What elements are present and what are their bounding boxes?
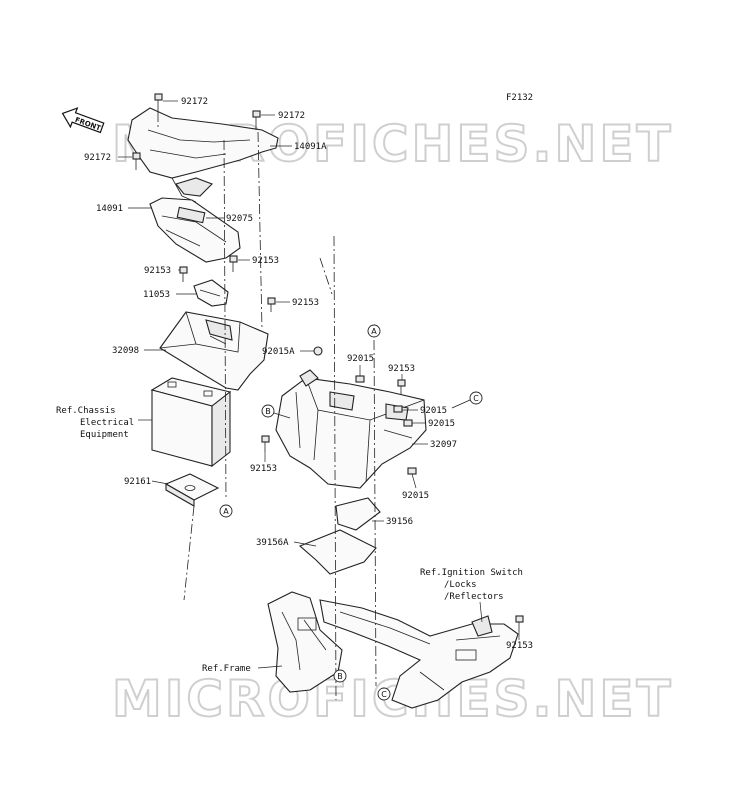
label-32098: 32098 [112, 346, 139, 356]
ref-frame: Ref.Frame [202, 664, 251, 674]
ref-chassis-line3: Equipment [80, 430, 129, 440]
label-39156A: 39156A [256, 538, 289, 548]
frame [267, 591, 519, 709]
front-arrow-icon: FRONT [61, 107, 105, 134]
label-92015-b: 92015 [420, 406, 447, 416]
cover-14091 [149, 197, 241, 263]
callout-B-top-label: B [265, 407, 271, 416]
label-92153-a: 92153 [144, 266, 171, 276]
assembly-lines [157, 112, 377, 701]
bolt-92172-b [252, 110, 261, 130]
callout-A-top: A [367, 324, 381, 338]
plate-39156A [298, 529, 377, 575]
callout-B-top: B [261, 404, 275, 418]
label-92015-a: 92015 [347, 354, 374, 364]
label-14091A: 14091A [294, 142, 327, 152]
label-92015-d: 92015 [402, 491, 429, 501]
battery-case-32098 [159, 311, 269, 391]
label-39156: 39156 [386, 517, 413, 527]
battery [150, 377, 232, 468]
nut-92015-c [403, 419, 413, 427]
callout-A-bottom-label: A [223, 507, 229, 516]
ref-ignition-line2: /Locks [444, 580, 477, 590]
callout-A-bottom: A [219, 504, 233, 518]
pad-92161 [164, 473, 220, 507]
bolt-92153-e [261, 435, 270, 452]
callout-A-top-label: A [371, 327, 377, 336]
label-32097: 32097 [430, 440, 457, 450]
bolt-92153-a [179, 266, 188, 282]
label-14091: 14091 [96, 204, 123, 214]
nut-92015-d [407, 467, 417, 475]
label-11053: 11053 [143, 290, 170, 300]
bolt-92172-a [154, 93, 163, 112]
callout-C-top-label: C [473, 394, 479, 403]
diagram-code: F2132 [506, 93, 533, 103]
bolt-92153-c [267, 297, 276, 312]
watermark-bottom: MICROFICHES.NET [112, 670, 674, 728]
bracket-11053 [193, 279, 229, 307]
bolt-92172-c [132, 152, 141, 170]
ref-ignition-line1: Ref.Ignition Switch [420, 568, 523, 578]
label-92172-b: 92172 [278, 111, 305, 121]
label-92153-d: 92153 [388, 364, 415, 374]
leader-lines [118, 100, 520, 669]
ref-ignition-line3: /Reflectors [444, 592, 504, 602]
plate-39156 [335, 497, 381, 531]
nut-92015-a [355, 375, 365, 383]
callout-B-bottom: B [333, 669, 347, 683]
bolt-92153-b [229, 255, 238, 272]
ref-chassis-line2: Electrical [80, 418, 134, 428]
nut-92015A [313, 346, 323, 356]
callout-C-bottom-label: C [381, 690, 387, 699]
callout-connectors [273, 399, 471, 419]
fasteners [132, 93, 524, 632]
ref-chassis-line1: Ref.Chassis [56, 406, 116, 416]
bolt-92153-d [397, 379, 406, 394]
label-92075: 92075 [226, 214, 253, 224]
label-92153-f: 92153 [506, 641, 533, 651]
label-92153-b: 92153 [252, 256, 279, 266]
nut-92015-b [393, 405, 403, 413]
callout-B-bottom-label: B [337, 672, 343, 681]
bolt-92153-f [515, 615, 524, 632]
label-92172-a: 92172 [181, 97, 208, 107]
label-92153-e: 92153 [250, 464, 277, 474]
label-92015-c: 92015 [428, 419, 455, 429]
label-92015A: 92015A [262, 347, 295, 357]
label-92172-c: 92172 [84, 153, 111, 163]
battery-bracket-32097 [275, 369, 427, 489]
callout-C-top: C [469, 391, 483, 405]
label-92161: 92161 [124, 477, 151, 487]
callout-C-bottom: C [377, 687, 391, 701]
label-92153-c: 92153 [292, 298, 319, 308]
